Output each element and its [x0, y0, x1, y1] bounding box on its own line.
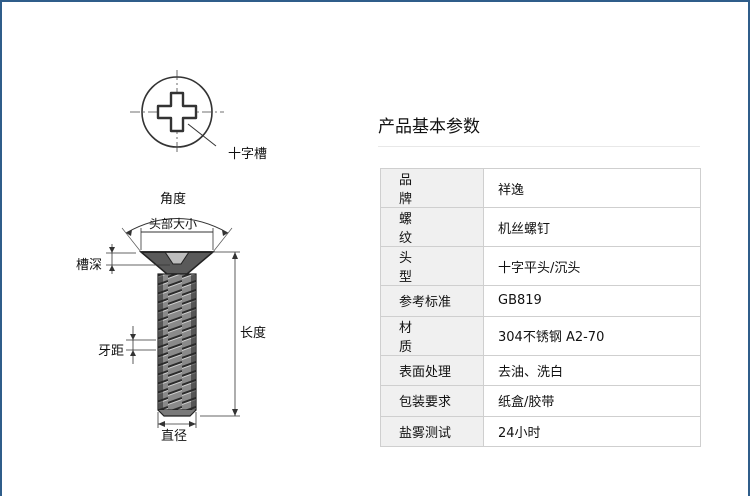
params-row: 螺纹机丝螺钉: [380, 207, 701, 247]
frame-left-border: [0, 0, 2, 496]
frame-right-border: [748, 0, 750, 496]
params-row: 参考标准 GB819: [380, 285, 701, 317]
param-value: 去油、洗白: [483, 354, 701, 386]
params-row: 材质 304不锈钢 A2-70: [380, 315, 701, 356]
screw-top-view: [130, 70, 224, 155]
param-key: 头型: [380, 246, 484, 286]
param-key-text: 螺纹: [399, 212, 451, 246]
diameter-label: 直径: [161, 429, 188, 444]
param-key-text: 包装要求: [399, 395, 452, 411]
head-size-label: 头部大小: [149, 217, 198, 231]
param-key: 包装要求: [380, 385, 484, 417]
param-value: 十字平头/沉头: [483, 246, 701, 286]
params-row: 头型十字平头/沉头: [380, 246, 701, 286]
param-key-text: 品牌: [399, 173, 451, 207]
title-divider: [378, 146, 700, 147]
param-key: 螺纹: [380, 207, 484, 247]
param-value: 纸盒/胶带: [483, 385, 701, 417]
param-key: 品牌: [380, 168, 484, 208]
param-key: 表面处理: [380, 354, 484, 386]
param-key-text: 表面处理: [399, 364, 452, 380]
param-value: 24小时: [483, 415, 701, 447]
params-title: 产品基本参数: [378, 117, 480, 137]
slot-depth-label: 槽深: [76, 258, 103, 273]
params-row: 表面处理 去油、洗白: [380, 354, 701, 386]
params-row: 包装要求 纸盒/胶带: [380, 385, 701, 417]
param-key-text: 材质: [399, 320, 451, 355]
param-key: 参考标准: [380, 285, 484, 317]
param-value: GB819: [483, 285, 701, 317]
param-value: 机丝螺钉: [483, 207, 701, 247]
cross-recess-label: 十字槽: [228, 147, 268, 162]
param-key-text: 参考标准: [399, 295, 452, 311]
pitch-label: 牙距: [98, 344, 125, 359]
angle-label: 角度: [160, 192, 187, 207]
param-value: 304不锈钢 A2-70: [483, 315, 701, 356]
params-row: 品牌祥逸: [380, 168, 701, 208]
param-key-text: 头型: [399, 251, 451, 285]
screw-side-view: [106, 218, 240, 428]
param-value: 祥逸: [483, 168, 701, 208]
params-row: 盐雾测试 24小时: [380, 415, 701, 447]
length-label: 长度: [240, 326, 267, 341]
frame-top-border: [0, 0, 750, 2]
param-key-text: 盐雾测试: [399, 425, 452, 441]
param-key: 材质: [380, 315, 484, 356]
param-key: 盐雾测试: [380, 415, 484, 447]
